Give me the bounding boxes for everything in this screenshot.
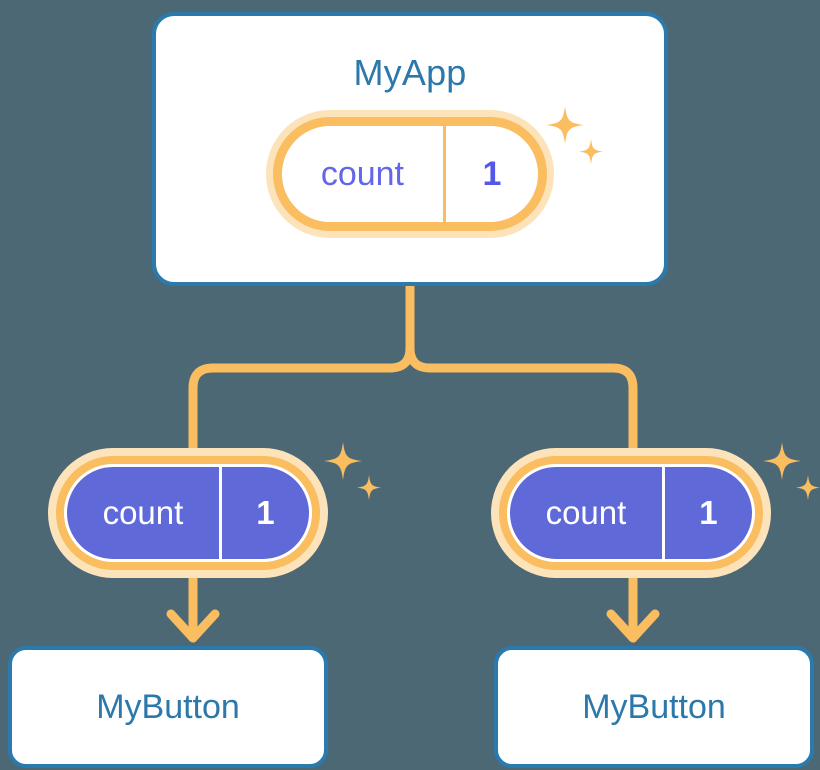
state-pill-child-left[interactable]: count 1 [48, 448, 328, 578]
state-pill-inner: count 1 [64, 464, 312, 562]
arrow-head-right-icon [606, 609, 660, 643]
state-pill-inner: count 1 [507, 464, 755, 562]
state-key-label: count [282, 126, 446, 222]
state-value-label: 1 [482, 154, 502, 193]
state-pill-inner: count 1 [282, 126, 538, 222]
mybutton-card-left[interactable]: MyButton [8, 646, 328, 768]
state-key-label: count [510, 467, 665, 559]
state-pill-child-right[interactable]: count 1 [491, 448, 771, 578]
mybutton-label: MyButton [96, 687, 240, 726]
arrow-head-left-icon [166, 609, 220, 643]
state-key-label: count [67, 467, 222, 559]
branch-connector-icon [188, 281, 638, 475]
state-pill-ring: count 1 [499, 456, 763, 570]
page-title: MyApp [353, 52, 467, 93]
state-pill-ring: count 1 [56, 456, 320, 570]
state-value-label: 1 [256, 494, 275, 531]
state-pill-myapp[interactable]: count 1 [266, 110, 554, 238]
state-value-label: 1 [699, 494, 718, 531]
mybutton-label: MyButton [582, 687, 726, 726]
mybutton-card-right[interactable]: MyButton [494, 646, 814, 768]
state-pill-ring: count 1 [273, 117, 547, 231]
